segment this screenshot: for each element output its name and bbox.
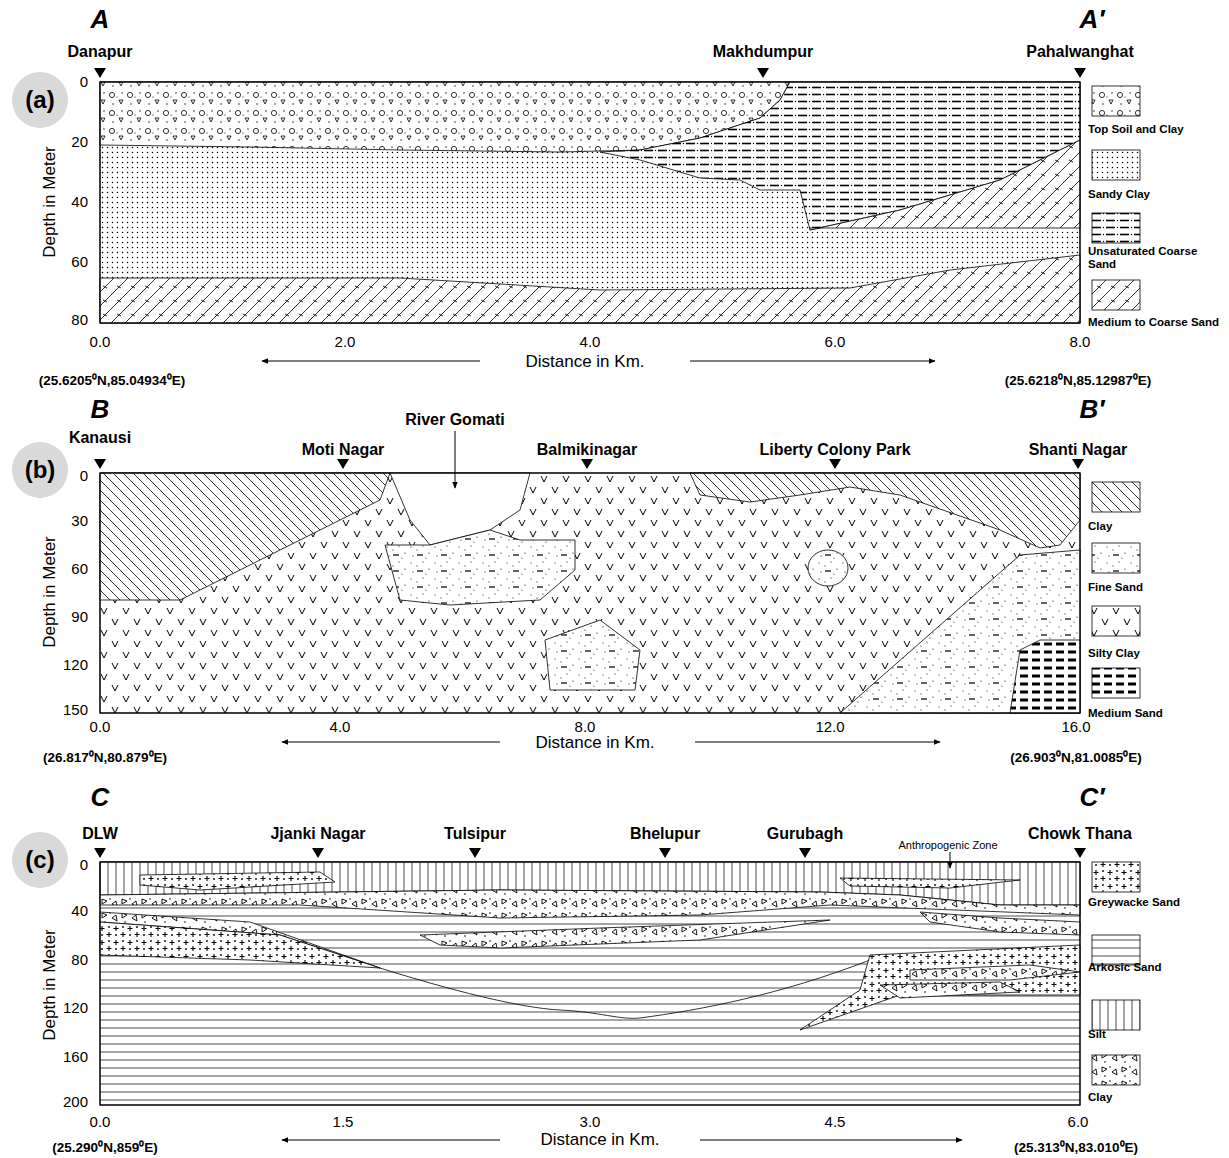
axis-title: Depth in Meter bbox=[40, 929, 60, 1041]
coordinate: (25.6218⁰N,85.12987⁰E) bbox=[1005, 373, 1152, 389]
panel-letter: (c) bbox=[25, 846, 54, 874]
axis-tick: 0.0 bbox=[90, 1113, 111, 1130]
panel-letter: (a) bbox=[25, 86, 54, 114]
location-name: Tulsipur bbox=[444, 825, 506, 843]
location-name: Gurubagh bbox=[767, 825, 843, 843]
axis-tick: 120 bbox=[63, 656, 88, 673]
axis-tick: 40 bbox=[71, 193, 88, 210]
axis-tick: 120 bbox=[63, 999, 88, 1016]
axis-tick: 0.0 bbox=[90, 333, 111, 350]
axis-tick: 0 bbox=[80, 856, 88, 873]
legend-text: Unsaturated Coarse Sand bbox=[1088, 245, 1228, 271]
axis-tick: 200 bbox=[63, 1093, 88, 1110]
legend-text: Silt bbox=[1088, 1028, 1228, 1041]
axis-title: Distance in Km. bbox=[525, 352, 644, 372]
panel-badge: (a) bbox=[12, 72, 68, 128]
axis-tick: 8.0 bbox=[1070, 333, 1091, 350]
axis-tick: 0 bbox=[80, 73, 88, 90]
axis-tick: 60 bbox=[71, 560, 88, 577]
legend-text: Top Soil and Clay bbox=[1088, 123, 1228, 136]
location-name: Pahalwanghat bbox=[1026, 43, 1134, 61]
axis-tick: 8.0 bbox=[575, 718, 596, 735]
axis-tick: 0.0 bbox=[90, 718, 111, 735]
axis-tick: 80 bbox=[71, 311, 88, 328]
legend-text: Medium to Coarse Sand bbox=[1088, 316, 1228, 329]
section-letter: B′ bbox=[1079, 395, 1104, 425]
coordinate: (26.903⁰N,81.0085⁰E) bbox=[1010, 750, 1142, 766]
location-name: Makhdumpur bbox=[713, 43, 813, 61]
coordinate: (25.313⁰N,83.010⁰E) bbox=[1014, 1140, 1138, 1156]
axis-tick: 16.0 bbox=[1061, 718, 1090, 735]
axis-tick: 4.5 bbox=[825, 1113, 846, 1130]
axis-title: Distance in Km. bbox=[535, 733, 654, 753]
location-name: Danapur bbox=[68, 43, 133, 61]
axis-tick: 150 bbox=[63, 701, 88, 718]
location-name: Bhelupur bbox=[630, 825, 700, 843]
location-name: Chowk Thana bbox=[1028, 825, 1132, 843]
axis-title: Depth in Meter bbox=[40, 536, 60, 648]
legend-text: Fine Sand bbox=[1088, 581, 1228, 594]
coordinate: (25.6205⁰N,85.04934⁰E) bbox=[39, 373, 186, 389]
panel-badge: (b) bbox=[12, 442, 68, 498]
section-letter: C′ bbox=[1079, 783, 1104, 813]
axis-tick: 30 bbox=[71, 512, 88, 529]
axis-tick: 1.5 bbox=[333, 1113, 354, 1130]
legend-text: Sandy Clay bbox=[1088, 188, 1228, 201]
axis-tick: 2.0 bbox=[335, 333, 356, 350]
axis-tick: 40 bbox=[71, 902, 88, 919]
location-name: Kanausi bbox=[69, 429, 131, 447]
location-name: Jjanki Nagar bbox=[270, 825, 365, 843]
axis-tick: 4.0 bbox=[580, 333, 601, 350]
location-name: DLW bbox=[82, 825, 118, 843]
coordinate: (25.290⁰N,859⁰E) bbox=[52, 1140, 157, 1156]
zone-note: Anthropogenic Zone bbox=[898, 839, 997, 852]
axis-tick: 20 bbox=[71, 133, 88, 150]
legend-text: Medium Sand bbox=[1088, 707, 1228, 720]
panel-badge: (c) bbox=[12, 832, 68, 888]
legend-text: Clay bbox=[1088, 520, 1228, 533]
section-letter: A bbox=[91, 5, 110, 35]
axis-tick: 12.0 bbox=[815, 718, 844, 735]
axis-tick: 4.0 bbox=[330, 718, 351, 735]
location-name: Shanti Nagar bbox=[1029, 441, 1128, 459]
axis-tick: 0 bbox=[80, 467, 88, 484]
location-name: Liberty Colony Park bbox=[759, 441, 910, 459]
coordinate: (26.817⁰N,80.879⁰E) bbox=[43, 750, 167, 766]
panel-letter: (b) bbox=[25, 456, 56, 484]
legend-text: Greywacke Sand bbox=[1088, 896, 1228, 909]
location-name: Moti Nagar bbox=[302, 441, 385, 459]
legend-text: Clay bbox=[1088, 1091, 1228, 1104]
section-letter: C bbox=[91, 783, 110, 813]
axis-tick: 3.0 bbox=[580, 1113, 601, 1130]
axis-tick: 90 bbox=[71, 608, 88, 625]
section-letter: B bbox=[91, 395, 110, 425]
location-name: Balmikinagar bbox=[537, 441, 637, 459]
section-letter: A′ bbox=[1079, 5, 1104, 35]
axis-title: Depth in Meter bbox=[40, 146, 60, 258]
location-name: River Gomati bbox=[405, 411, 505, 429]
axis-tick: 6.0 bbox=[825, 333, 846, 350]
axis-title: Distance in Km. bbox=[540, 1130, 659, 1150]
axis-tick: 6.0 bbox=[1068, 1113, 1089, 1130]
axis-tick: 60 bbox=[71, 253, 88, 270]
axis-tick: 80 bbox=[71, 951, 88, 968]
axis-tick: 160 bbox=[63, 1048, 88, 1065]
legend-text: Silty Clay bbox=[1088, 647, 1228, 660]
legend-text: Arkosic Sand bbox=[1088, 961, 1228, 974]
